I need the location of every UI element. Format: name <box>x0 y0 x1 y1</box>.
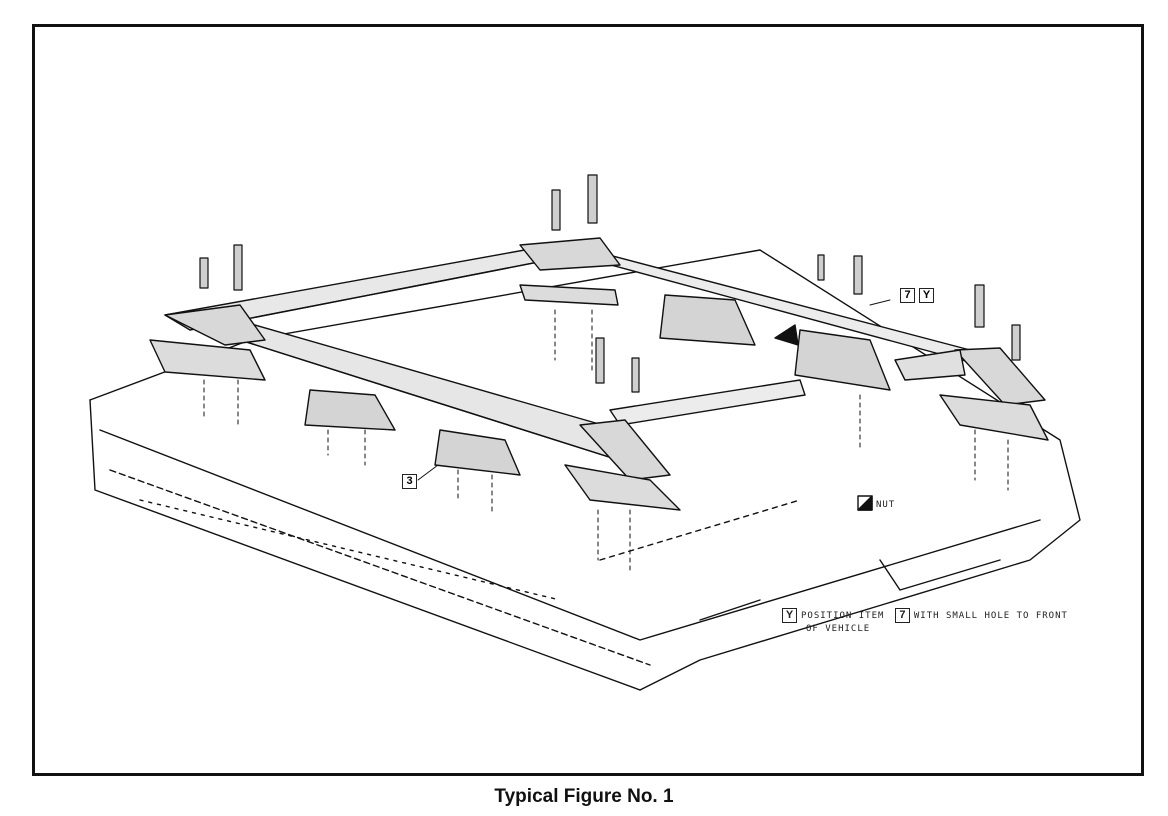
block-rear-middle <box>659 294 756 346</box>
callout-box-y: Y <box>919 288 934 303</box>
note-box-y: Y <box>782 608 797 623</box>
note-text-3: OF VEHICLE <box>806 624 871 634</box>
front-cross-bar <box>219 314 651 471</box>
nut-icon <box>857 495 873 511</box>
corner-bracket-front-right <box>579 419 671 481</box>
block-front-middle <box>434 429 521 476</box>
corner-bracket-rear-right <box>894 347 1046 406</box>
nut-label: NUT <box>876 500 896 510</box>
front-direction-arrow-icon <box>774 324 799 346</box>
base-pad-rear-right <box>939 394 1049 441</box>
alignment-lines <box>203 309 1009 571</box>
note-text-2: WITH SMALL HOLE TO FRONT <box>913 611 1068 621</box>
corner-bracket-rear-left <box>519 237 621 271</box>
base-pad-front-right <box>564 464 681 511</box>
callout-box-7: 7 <box>900 288 915 303</box>
figure-frame <box>32 24 1144 776</box>
block-right-middle <box>794 329 891 391</box>
vehicle-roof <box>89 249 1081 691</box>
base-pad-front-left <box>149 339 266 381</box>
base-pad-rear-left <box>519 284 619 306</box>
figure-caption: Typical Figure No. 1 <box>494 786 674 807</box>
callout-item-3: 3 <box>402 474 421 489</box>
block-left-middle <box>304 389 396 431</box>
corner-bracket-front-left <box>164 304 266 346</box>
callout-box-3: 3 <box>402 474 417 489</box>
note-box-7: 7 <box>894 608 910 623</box>
note-text-1: POSITION ITEM <box>801 611 885 621</box>
bolts <box>199 174 1021 393</box>
